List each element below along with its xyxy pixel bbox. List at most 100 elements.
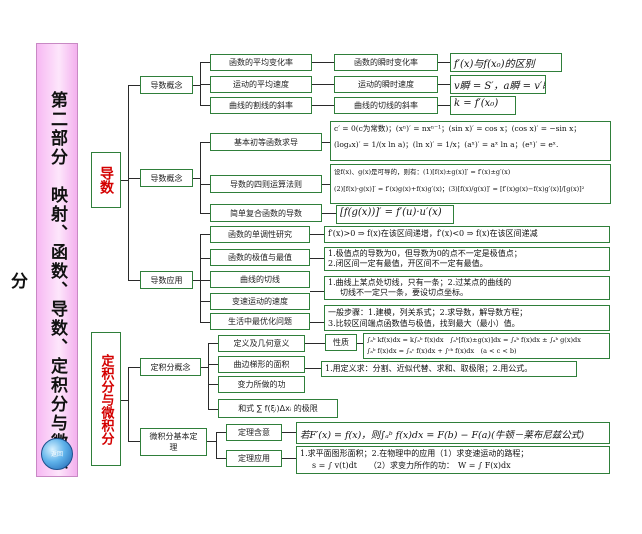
node-derivative-application: 导数应用 — [140, 271, 193, 289]
node-derivative-concept-1: 导数概念 — [140, 76, 193, 94]
connector — [310, 258, 324, 259]
connector — [208, 409, 218, 410]
node-integral-concept: 定积分概念 — [140, 358, 201, 376]
node-variable-work: 变力所做的功 — [218, 376, 305, 393]
connector — [322, 184, 330, 185]
connector — [208, 364, 218, 365]
connector — [200, 234, 201, 322]
formula-optimization: 一般步骤：1.建模，列关系式；2.求导数，解导数方程； 3.比较区间端点函数值与… — [324, 305, 610, 331]
node-theorem-meaning: 定理含意 — [226, 424, 282, 441]
connector — [193, 178, 200, 179]
connector — [305, 343, 325, 344]
connector — [128, 85, 129, 280]
formula-prop-line-1: ∫ₐᵇ kf(x)dx = k∫ₐᵇ f(x)dx ∫ₐᵇ[f(x)±g(x)]… — [367, 336, 581, 344]
connector — [121, 180, 128, 181]
formula-properties: ∫ₐᵇ kf(x)dx = k∫ₐᵇ f(x)dx ∫ₐᵇ[f(x)±g(x)]… — [363, 333, 610, 359]
node-riemann-sum: 和式 ∑ f(ξᵢ)Δxᵢ 的极限 — [218, 399, 338, 418]
node-derivative-concept-2: 导数概念 — [140, 169, 193, 187]
node-tangent: 曲线的切线 — [210, 271, 310, 288]
node-instant-rate: 函数的瞬时变化率 — [334, 54, 438, 71]
formula-arith-line-1: 设f(x)、g(x)是可导的，则有：(1)[f(x)±g(x)]′ = f′(x… — [334, 168, 511, 176]
formula-app-line-1: 1.求平面图形面积；2.在物理中的应用（1）求变速运动的路程； — [300, 449, 529, 458]
connector — [208, 384, 218, 385]
formula-extremum: 1.极值点的导数为0，但导数为0的点不一定是极值点； 2.闭区间一定有最值，开区… — [324, 247, 610, 271]
connector — [200, 84, 210, 85]
formula-tangent-slope: k = f′(x₀) — [450, 96, 516, 115]
node-definition-geom: 定义及几何意义 — [218, 335, 305, 352]
connector — [200, 62, 201, 105]
connector — [322, 142, 330, 143]
connector — [128, 178, 140, 179]
connector — [200, 184, 210, 185]
connector — [208, 343, 209, 409]
connector — [357, 343, 363, 344]
formula-extremum-line-2: 2.闭区间一定有最值，开区间不一定有最值。 — [328, 259, 488, 268]
connector — [128, 85, 140, 86]
node-instant-speed: 运动的瞬时速度 — [334, 76, 438, 93]
node-fundamental-theorem: 微积分基本定理 — [140, 428, 207, 456]
connector — [310, 291, 324, 292]
connector — [200, 213, 210, 214]
formula-prop-line-2: ∫ₐᵇ f(x)dx = ∫ₐᶜ f(x)dx + ∫ᶜᵇ f(x)dx (a … — [367, 347, 517, 355]
connector — [200, 234, 210, 235]
formula-basic-derivatives: c′ = 0(c为常数)；(xⁿ)′ = nxⁿ⁻¹；(sin x)′ = co… — [330, 121, 611, 161]
formula-basic-line-1: c′ = 0(c为常数)；(xⁿ)′ = nxⁿ⁻¹；(sin x)′ = co… — [334, 124, 581, 133]
formula-tangent-line-1: 1.曲线上某点处切线，只有一条；2.过某点的曲线的 — [328, 278, 512, 287]
node-extremum: 函数的极值与最值 — [210, 249, 310, 266]
connector — [438, 62, 450, 63]
connector — [322, 213, 336, 214]
connector — [216, 432, 226, 433]
formula-area-method: 1.用定义求：分割、近似代替、求和、取极限；2.用公式。 — [321, 361, 577, 377]
node-basic-formulas: 基本初等函数求导 — [210, 133, 322, 151]
node-composite: 简单复合函数的导数 — [210, 204, 322, 222]
section-derivative: 导数 — [91, 152, 121, 208]
node-curved-area: 曲边梯形的面积 — [218, 356, 305, 373]
connector — [282, 458, 296, 459]
node-monotonic: 函数的单调性研究 — [210, 226, 310, 243]
connector — [310, 234, 324, 235]
connector — [312, 62, 334, 63]
connector — [282, 432, 296, 433]
node-avg-rate: 函数的平均变化率 — [210, 54, 312, 71]
connector — [200, 142, 210, 143]
node-secant-slope: 曲线的割线的斜率 — [210, 97, 312, 114]
formula-arith-rules: 设f(x)、g(x)是可导的，则有：(1)[f(x)±g(x)]′ = f′(x… — [330, 164, 611, 204]
connector — [193, 280, 200, 281]
formula-opt-line-1: 一般步骤：1.建模，列关系式；2.求导数，解导数方程； — [328, 308, 528, 317]
formula-theorem: 若F′(x) = f(x)，则∫ₐᵇ f(x)dx = F(b) − F(a)(… — [296, 422, 610, 444]
section-integral: 定积分与微积分 — [91, 332, 121, 466]
connector — [312, 84, 334, 85]
connector — [438, 84, 450, 85]
connector — [200, 258, 210, 259]
formula-derivative-diff: f′(x)与f(x₀)的区别 — [450, 53, 562, 72]
sidebar-panel: 第二部分 映射、函数、导数、定积分与微积分 — [7, 43, 78, 477]
return-button[interactable]: 返回 — [41, 438, 73, 470]
connector — [128, 367, 129, 441]
formula-theorem-app: 1.求平面图形面积；2.在物理中的应用（1）求变速运动的路程； s = ∫ v(… — [296, 446, 610, 474]
connector — [200, 280, 210, 281]
connector — [200, 105, 210, 106]
connector — [193, 85, 200, 86]
connector — [310, 322, 324, 323]
connector — [201, 367, 208, 368]
node-theorem-app: 定理应用 — [226, 450, 282, 467]
connector — [312, 105, 334, 106]
connector — [128, 280, 140, 281]
node-arith-rules: 导数的四则运算法则 — [210, 175, 322, 193]
connector — [128, 441, 140, 442]
connector — [305, 368, 321, 369]
formula-opt-line-2: 3.比较区间端点函数值与极值，找到最大（最小）值。 — [328, 319, 520, 328]
connector — [438, 105, 450, 106]
formula-extremum-line-1: 1.极值点的导数为0，但导数为0的点不一定是极值点； — [328, 249, 522, 258]
connector — [200, 62, 210, 63]
node-properties: 性质 — [325, 334, 357, 351]
sidebar-title: 第二部分 映射、函数、导数、定积分与微积分 — [7, 91, 67, 471]
node-tangent-slope: 曲线的切线的斜率 — [334, 97, 438, 114]
node-variable-speed: 变速运动的速度 — [210, 293, 310, 310]
formula-instant-speed: v瞬 = S′，a瞬 = v′瞬 — [450, 75, 546, 94]
return-label: 返回 — [50, 451, 63, 458]
node-avg-speed: 运动的平均速度 — [210, 76, 312, 93]
connector — [207, 441, 216, 442]
formula-app-line-2: s = ∫ v(t)dt （2）求变力所作的功： W = ∫ F(x)dx — [312, 461, 511, 470]
connector — [128, 367, 140, 368]
